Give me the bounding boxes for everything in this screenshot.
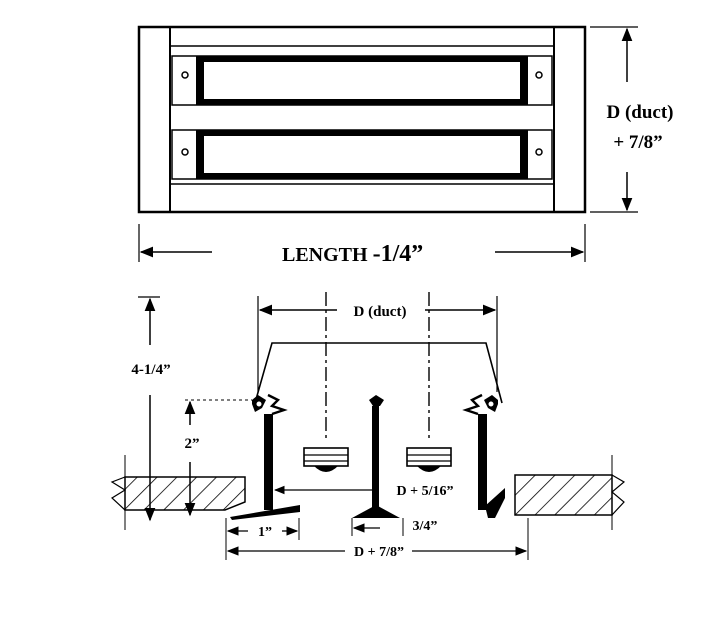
inner-width-dimension: D + 5/16” (273, 484, 454, 499)
ceiling-tile-left (110, 455, 246, 530)
collar-dimension: 2” (185, 399, 252, 517)
depth-dimension: D (duct) + 7/8” (590, 26, 674, 213)
section-view: D (duct) 4-1/4” 2” (110, 292, 626, 560)
plenum-hood (254, 342, 503, 404)
inner-width-label: D + 5/16” (397, 484, 454, 499)
screw-icon (535, 71, 543, 79)
slot-upper (171, 55, 553, 106)
damper-blade-left (303, 447, 349, 472)
center-tee (352, 395, 400, 518)
length-label: LENGTH -1/4” (282, 241, 423, 267)
duct-width-dimension: D (duct) (257, 296, 498, 392)
duct-width-label: D (duct) (354, 304, 407, 320)
frame-outline (137, 25, 587, 214)
top-view: D (duct) + 7/8” LENGTH -1/4” (137, 25, 674, 267)
screw-icon (535, 148, 543, 156)
height-dimension: 4-1/4” (131, 296, 171, 522)
center-tee-dimension: 3/4” (351, 518, 438, 536)
flange-dimension: 1” (225, 518, 300, 560)
center-tee-label: 3/4” (413, 519, 438, 534)
damper-blade-right (406, 447, 452, 472)
height-label: 4-1/4” (131, 362, 170, 378)
flange-label: 1” (258, 525, 272, 540)
collar-label: 2” (185, 436, 200, 452)
screw-icon (181, 71, 189, 79)
depth-label-line2: + 7/8” (613, 132, 662, 153)
left-rail (230, 393, 300, 520)
overall-width-dimension: D + 7/8” (226, 518, 529, 560)
right-rail (462, 393, 505, 518)
ceiling-tile-right (514, 455, 626, 530)
overall-width-label: D + 7/8” (354, 545, 404, 560)
slot-lower (171, 129, 553, 180)
depth-label-line1: D (duct) (606, 102, 673, 123)
screw-icon (181, 148, 189, 156)
length-dimension: LENGTH -1/4” (138, 224, 586, 267)
